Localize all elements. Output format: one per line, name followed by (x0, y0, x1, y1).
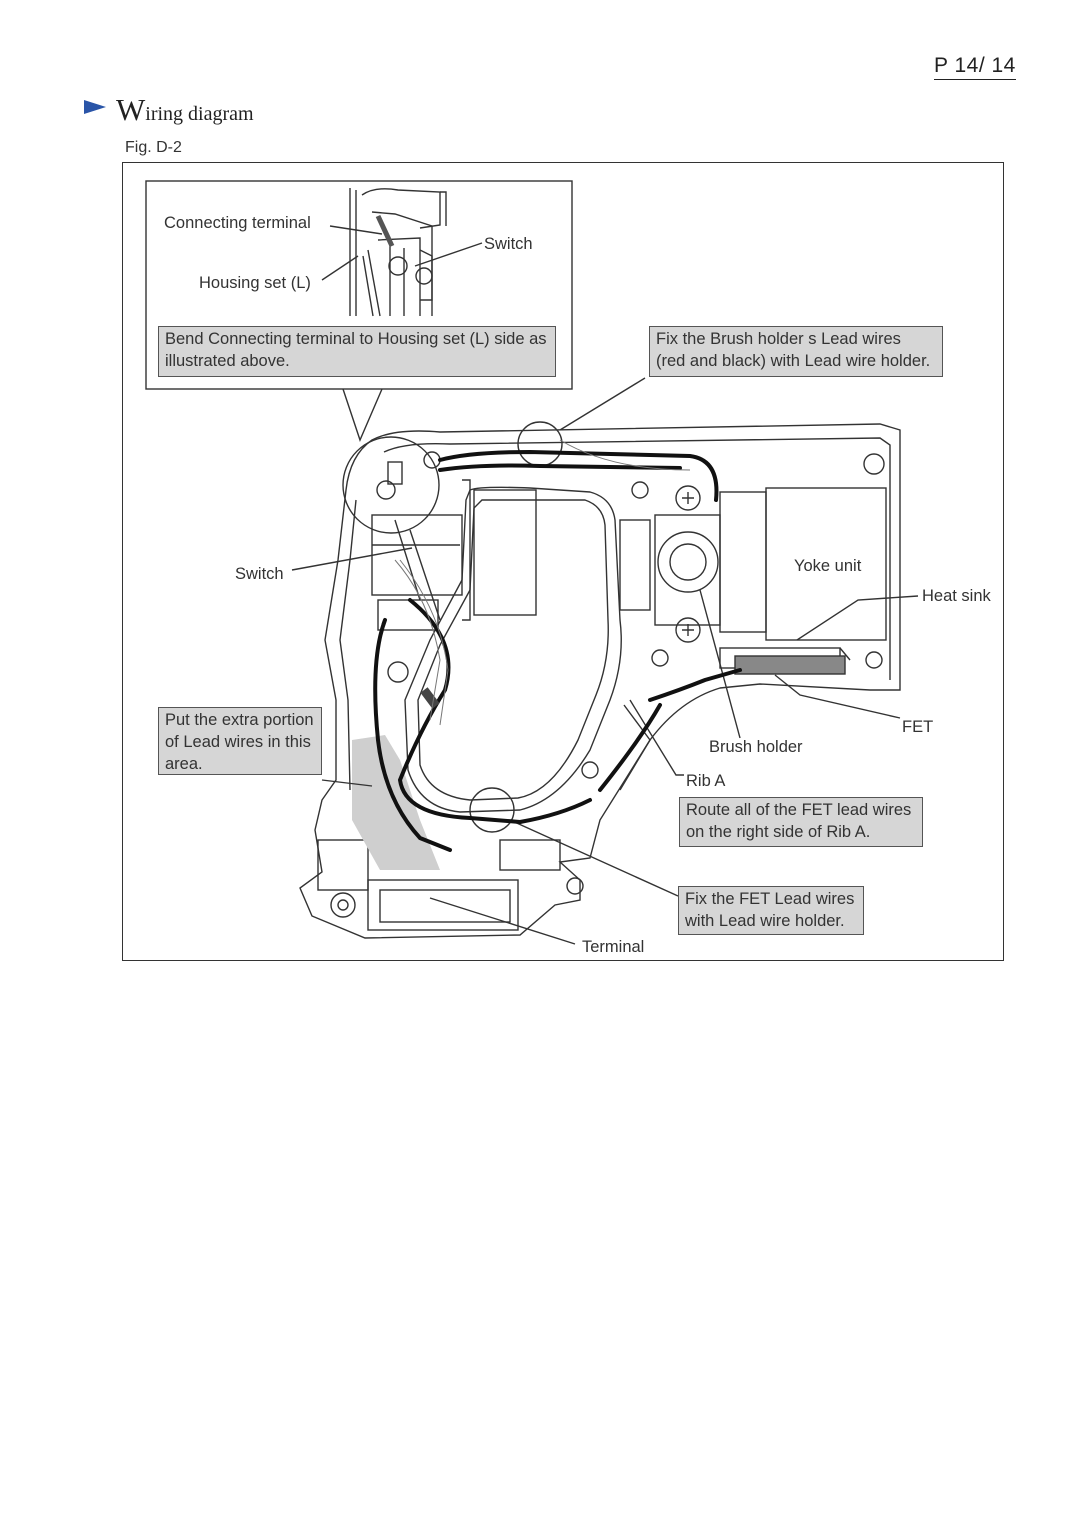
section-title-text: Wiring diagram (116, 92, 254, 127)
detail-inset-box (145, 180, 573, 390)
note-route-fet: Route all of the FET lead wires on the r… (679, 797, 923, 847)
fet-heat-sink (719, 595, 919, 719)
label-heat-sink: Heat sink (922, 587, 991, 605)
wire-bundle (394, 439, 691, 726)
note-fix-fet: Fix the FET Lead wires with Lead wire ho… (678, 886, 864, 935)
label-terminal: Terminal (582, 938, 645, 956)
figure-frame (122, 162, 1004, 961)
label-brush-holder: Brush holder (709, 738, 803, 756)
page-number: P 14/ 14 (934, 54, 1016, 80)
arrow-bullet-icon (84, 100, 106, 114)
yoke-assembly (330, 453, 887, 918)
label-switch-detail: Switch (484, 235, 533, 253)
wire-holder-circle-top (517, 421, 563, 467)
note-bend-terminal: Bend Connecting terminal to Housing set … (158, 326, 556, 377)
label-yoke-unit: Yoke unit (794, 557, 862, 575)
switch-block (371, 451, 537, 631)
rib-a-leader (629, 699, 684, 776)
detail-switch-drawing (321, 188, 483, 317)
label-fet: FET (902, 718, 934, 736)
terminal-detail-circle (342, 436, 440, 534)
label-rib-a: Rib A (686, 772, 726, 790)
housing-outline (299, 423, 901, 939)
note-brush-holder-wires: Fix the Brush holder s Lead wires (red a… (649, 326, 943, 377)
lead-wires (373, 449, 742, 852)
wire-holder-circle-bottom (469, 787, 515, 833)
terminal-block (317, 839, 576, 945)
label-switch-main: Switch (235, 565, 284, 583)
note-extra-portion: Put the extra portion of Lead wires in t… (158, 707, 322, 775)
label-connecting-terminal: Connecting terminal (164, 214, 311, 232)
label-housing-set-l: Housing set (L) (199, 274, 311, 292)
figure-label: Fig. D-2 (125, 139, 182, 156)
